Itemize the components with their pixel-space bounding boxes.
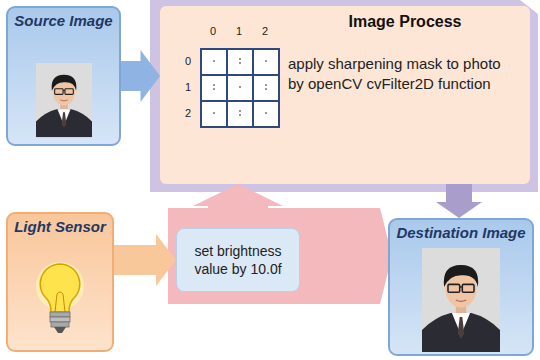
row-index: 2 <box>180 106 196 120</box>
process-frame <box>150 0 538 192</box>
node-title: Image Process <box>280 12 530 32</box>
destination-photo <box>421 248 501 352</box>
block-arrow <box>121 50 160 102</box>
mask-grid <box>200 48 280 128</box>
node-title: set brightness value by 10.0f <box>177 236 299 284</box>
column-index: 1 <box>231 24 247 38</box>
block-arrow <box>436 184 482 218</box>
brightness-band <box>168 208 392 304</box>
light-bulb <box>35 258 85 342</box>
row-index: 0 <box>180 54 196 68</box>
column-index: 0 <box>205 24 221 38</box>
node-title: Destination Image <box>396 220 525 242</box>
image-box: Source Image <box>6 6 121 146</box>
node-title: Light Sensor <box>14 214 106 236</box>
source-photo <box>36 62 92 138</box>
sensor-box: Light Sensor <box>6 212 114 352</box>
node-title: Source Image <box>14 8 112 30</box>
image-box: Destination Image <box>388 218 534 356</box>
block-arrow <box>114 234 176 286</box>
block-arrow <box>193 184 283 228</box>
row-index: 1 <box>180 80 196 94</box>
setting-box: set brightness value by 10.0f <box>176 228 300 292</box>
column-index: 2 <box>257 24 273 38</box>
node-text: apply sharpening mask to photo by openCV… <box>288 54 516 94</box>
